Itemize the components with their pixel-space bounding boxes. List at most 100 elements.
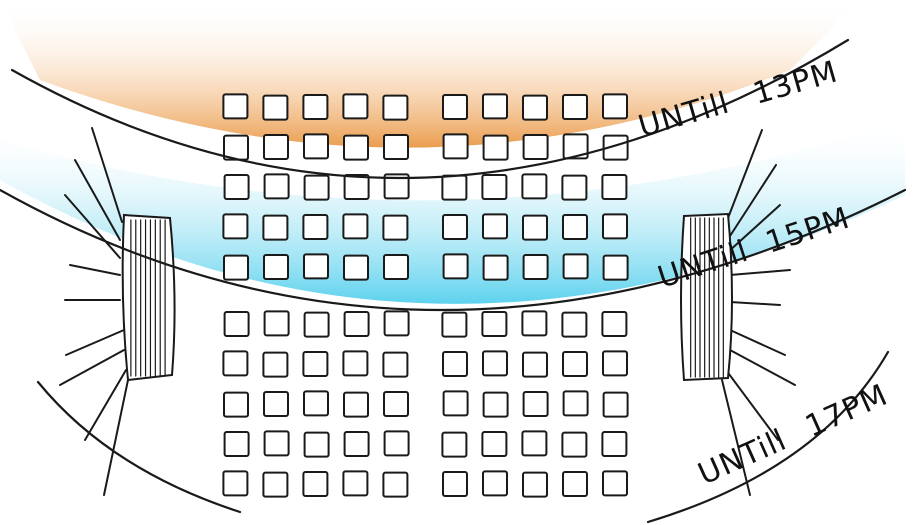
seat xyxy=(602,350,628,377)
seat xyxy=(342,350,369,377)
seat xyxy=(561,431,588,458)
seat xyxy=(263,134,289,160)
seat xyxy=(382,471,409,498)
seat xyxy=(442,390,469,417)
seat xyxy=(562,133,589,160)
left-speaker xyxy=(59,127,176,496)
seat xyxy=(522,214,548,241)
seat xyxy=(442,253,469,280)
seat xyxy=(562,471,588,497)
seat xyxy=(601,431,628,457)
seat-grid xyxy=(222,93,629,498)
seat xyxy=(222,470,249,497)
seat xyxy=(303,133,329,160)
seat xyxy=(382,214,409,241)
seat xyxy=(342,93,369,120)
seat xyxy=(303,390,329,417)
seat xyxy=(602,470,628,497)
seat xyxy=(342,470,369,497)
seat xyxy=(441,174,468,201)
seat xyxy=(482,350,508,377)
seat xyxy=(222,213,249,240)
seat xyxy=(522,391,549,417)
seat xyxy=(343,174,370,200)
seat xyxy=(303,431,330,458)
seat xyxy=(562,94,588,120)
seat xyxy=(223,431,250,457)
seat xyxy=(522,351,548,378)
seat xyxy=(521,173,548,200)
seat xyxy=(223,174,250,200)
seat xyxy=(382,94,409,121)
seat xyxy=(343,391,369,418)
seat xyxy=(481,431,508,457)
seat xyxy=(481,174,508,200)
seat xyxy=(442,351,468,377)
seat xyxy=(262,94,289,121)
seat xyxy=(302,351,329,377)
seat xyxy=(601,174,628,200)
seat xyxy=(521,310,548,337)
seat xyxy=(262,214,289,241)
seat xyxy=(302,94,329,120)
seat xyxy=(482,391,509,418)
seat xyxy=(222,93,249,120)
seat xyxy=(303,311,330,338)
seat xyxy=(482,254,509,281)
seat xyxy=(441,311,468,338)
seat xyxy=(382,351,409,378)
seat xyxy=(522,94,548,121)
seat xyxy=(602,134,629,161)
seat xyxy=(521,430,548,457)
seat xyxy=(482,134,509,161)
seat xyxy=(263,430,290,457)
seat xyxy=(263,391,289,417)
band-17pm-curve-right xyxy=(646,350,890,524)
seat xyxy=(442,471,468,497)
seat xyxy=(442,94,468,120)
seat xyxy=(561,311,588,338)
seat xyxy=(263,310,290,337)
seat xyxy=(383,310,410,337)
seat xyxy=(223,391,249,418)
right-speaker xyxy=(680,129,796,496)
seat xyxy=(223,254,249,281)
seat xyxy=(442,214,468,240)
seat xyxy=(303,253,329,280)
seat xyxy=(601,311,628,337)
seat xyxy=(383,134,409,160)
band-17pm-curve-left xyxy=(36,380,242,514)
seat xyxy=(383,391,409,417)
seat xyxy=(481,311,508,337)
seat xyxy=(302,471,329,497)
seat xyxy=(482,93,508,120)
band-15pm-curve xyxy=(0,188,907,312)
seat xyxy=(222,350,249,377)
seat xyxy=(262,471,289,498)
seat xyxy=(383,430,410,457)
seat xyxy=(522,471,548,498)
seat xyxy=(302,214,329,240)
seat xyxy=(263,254,289,280)
seat xyxy=(482,470,508,497)
seat xyxy=(522,254,549,280)
seat xyxy=(442,133,469,160)
seat xyxy=(441,431,468,458)
seat xyxy=(602,93,628,120)
band-13pm-curve xyxy=(10,38,850,179)
seat xyxy=(263,173,290,200)
seat xyxy=(303,174,330,201)
seat xyxy=(562,214,588,240)
seat xyxy=(562,390,589,417)
seat xyxy=(482,213,508,240)
seat xyxy=(561,174,588,201)
seat xyxy=(343,431,370,457)
seat xyxy=(343,134,369,161)
seat xyxy=(343,311,370,337)
seat xyxy=(522,134,549,160)
seat xyxy=(262,351,289,378)
seat xyxy=(223,311,250,337)
band-13pm-fill xyxy=(0,0,860,148)
